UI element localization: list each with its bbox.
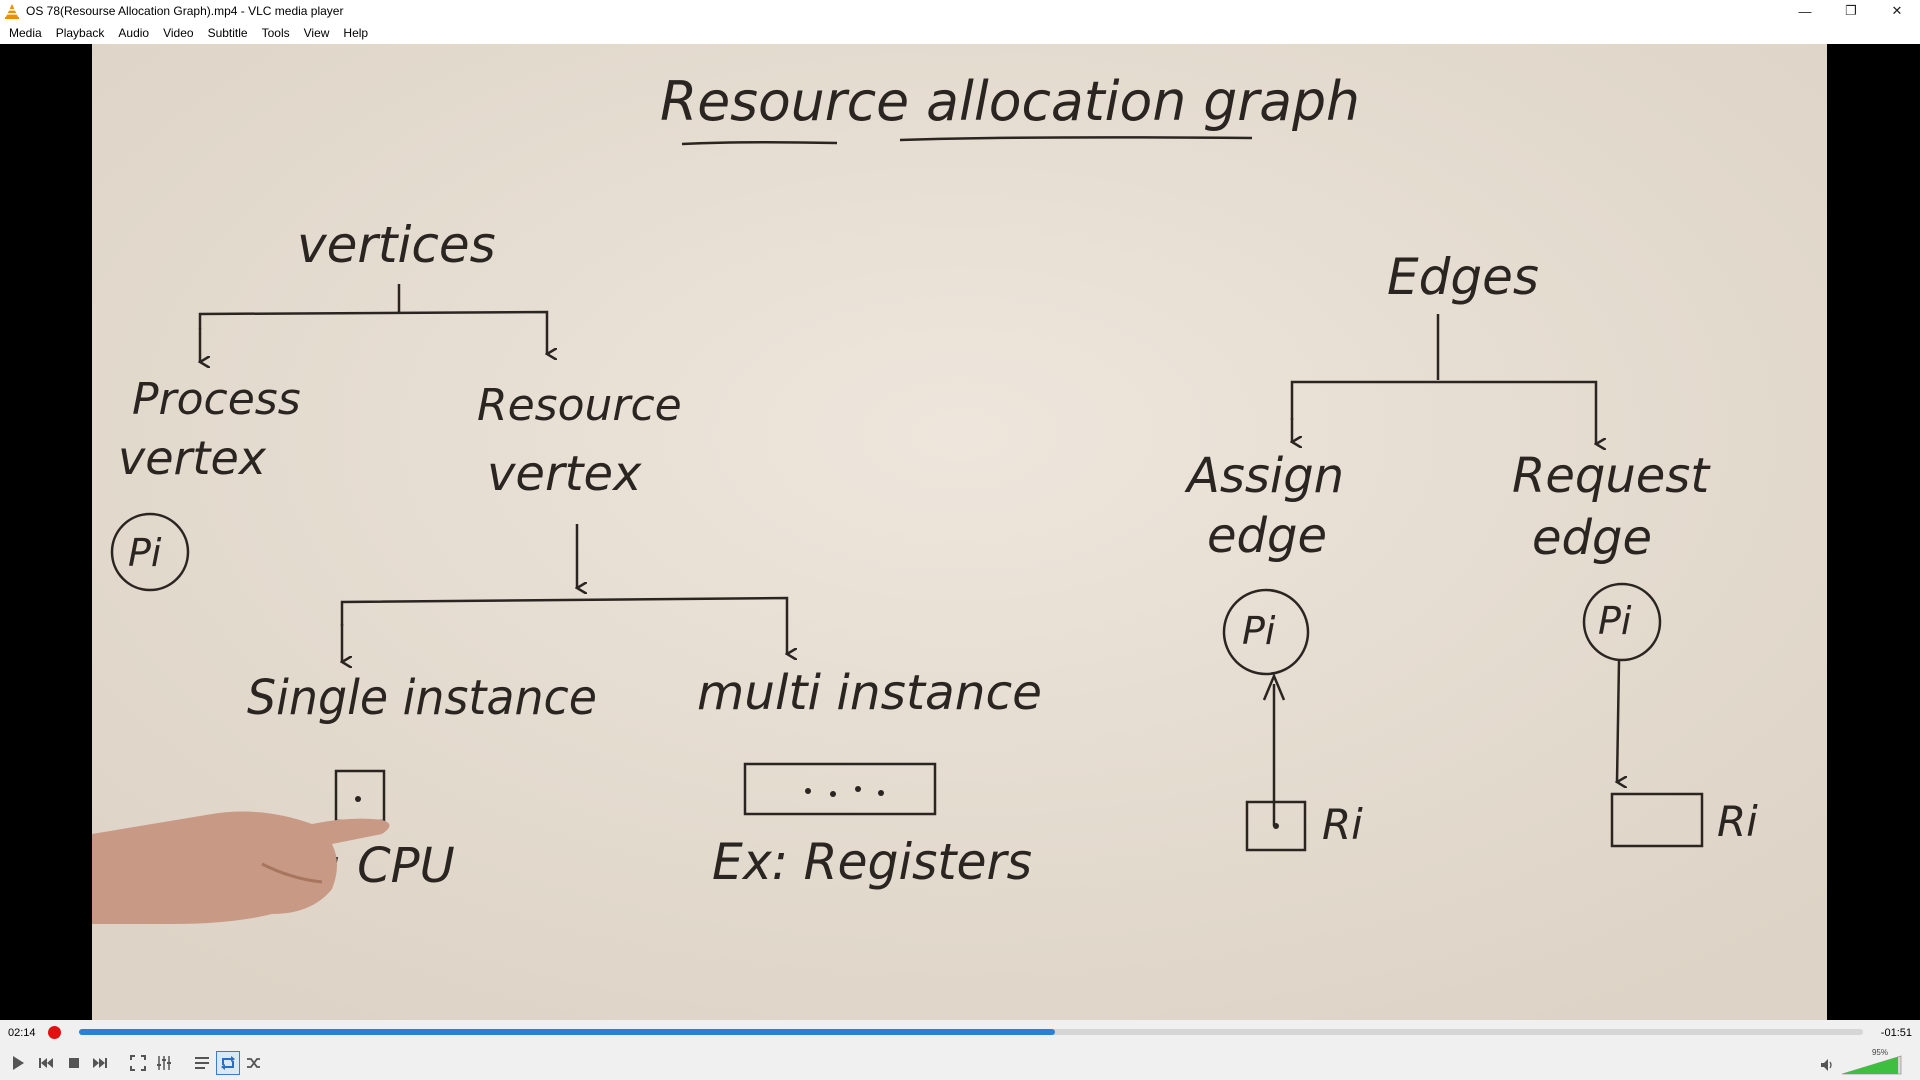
restore-button[interactable]: ❐ xyxy=(1828,0,1874,22)
stop-icon xyxy=(69,1058,79,1068)
assign-resource-node: Ri xyxy=(1322,800,1363,849)
title-bar: OS 78(Resourse Allocation Graph).mp4 - V… xyxy=(0,0,1920,22)
player-controls: 02:14 -01:51 xyxy=(0,1020,1920,1080)
request-edge-line1: Request xyxy=(1512,448,1711,504)
menu-view[interactable]: View xyxy=(303,26,330,40)
extended-settings-button[interactable] xyxy=(152,1051,176,1075)
loop-icon xyxy=(221,1056,235,1070)
menu-audio[interactable]: Audio xyxy=(118,26,150,40)
vlc-cone-icon xyxy=(5,4,19,19)
seek-bar[interactable] xyxy=(79,1029,1863,1035)
assign-edge-line1: Assign xyxy=(1184,448,1344,504)
process-node-label: Pi xyxy=(128,531,162,575)
menu-subtitle[interactable]: Subtitle xyxy=(207,26,248,40)
speaker-icon[interactable] xyxy=(1820,1058,1834,1072)
resource-vertex-line1: Resource xyxy=(477,380,682,431)
ex-registers-label: Ex: Registers xyxy=(712,833,1032,891)
playlist-icon xyxy=(195,1057,209,1069)
shuffle-button[interactable] xyxy=(242,1051,266,1075)
video-area[interactable]: Resource allocation graph vertices Proce… xyxy=(0,44,1920,1020)
close-icon: ✕ xyxy=(1891,3,1903,18)
whiteboard-drawing: Resource allocation graph vertices Proce… xyxy=(92,44,1827,1020)
loop-button[interactable] xyxy=(216,1051,240,1075)
menu-tools[interactable]: Tools xyxy=(261,26,290,40)
volume-percent: 95% xyxy=(1871,1048,1888,1057)
menu-bar: Media Playback Audio Video Subtitle Tool… xyxy=(0,22,1920,44)
window-title: OS 78(Resourse Allocation Graph).mp4 - V… xyxy=(26,4,344,18)
minimize-icon: — xyxy=(1798,3,1812,19)
fullscreen-icon xyxy=(130,1055,146,1071)
vertices-label: vertices xyxy=(297,216,496,274)
next-button[interactable] xyxy=(88,1051,112,1075)
request-process-node: Pi xyxy=(1598,599,1632,643)
next-icon xyxy=(93,1058,107,1068)
menu-video[interactable]: Video xyxy=(163,26,194,40)
edges-label: Edges xyxy=(1387,248,1539,306)
heading-text: Resource allocation graph xyxy=(660,70,1360,133)
close-button[interactable]: ✕ xyxy=(1874,0,1920,22)
record-icon[interactable] xyxy=(48,1026,61,1039)
menu-help[interactable]: Help xyxy=(343,26,369,40)
resource-vertex-line2: vertex xyxy=(487,446,642,502)
playlist-button[interactable] xyxy=(190,1051,214,1075)
volume-control[interactable]: 95% xyxy=(1820,1048,1910,1077)
assign-process-node: Pi xyxy=(1242,609,1276,653)
equalizer-icon xyxy=(157,1056,171,1070)
request-edge-line2: edge xyxy=(1532,510,1652,566)
request-resource-node: Ri xyxy=(1717,797,1758,846)
time-remaining[interactable]: -01:51 xyxy=(1880,1027,1912,1039)
previous-button[interactable] xyxy=(34,1051,58,1075)
time-elapsed: 02:14 xyxy=(8,1027,36,1039)
video-frame: Resource allocation graph vertices Proce… xyxy=(92,44,1827,1020)
seek-bar-progress xyxy=(79,1029,1055,1035)
play-button[interactable] xyxy=(6,1051,30,1075)
play-icon xyxy=(13,1056,24,1070)
stop-button[interactable] xyxy=(62,1051,86,1075)
menu-playback[interactable]: Playback xyxy=(55,26,105,40)
single-instance-label: Single instance xyxy=(247,670,597,726)
minimize-button[interactable]: — xyxy=(1782,0,1828,22)
assign-edge-line2: edge xyxy=(1207,508,1327,564)
fullscreen-button[interactable] xyxy=(126,1051,150,1075)
multi-instance-label: multi instance xyxy=(697,665,1042,721)
restore-icon: ❐ xyxy=(1845,3,1857,18)
volume-slider[interactable] xyxy=(1842,1055,1902,1075)
previous-icon xyxy=(39,1058,53,1068)
menu-media[interactable]: Media xyxy=(9,26,42,40)
process-vertex-line2: vertex xyxy=(118,431,267,485)
shuffle-icon xyxy=(247,1058,260,1068)
process-vertex-line1: Process xyxy=(132,374,301,425)
